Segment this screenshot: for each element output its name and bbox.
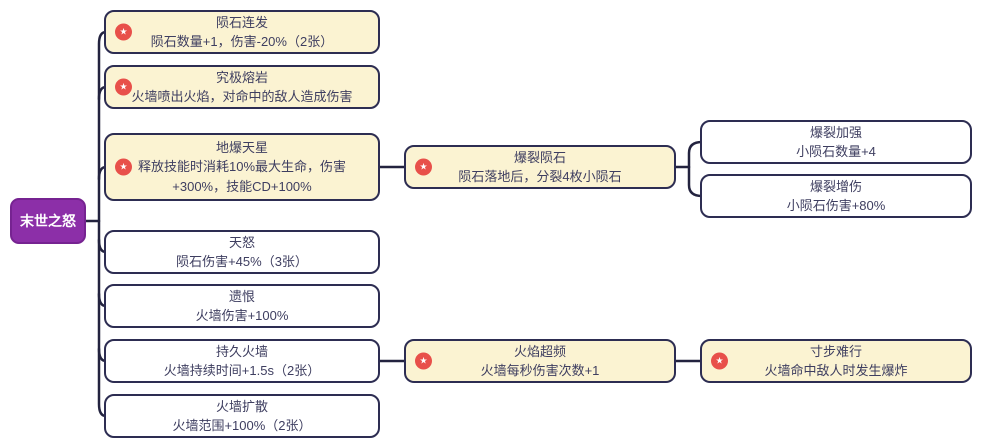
node-title: 寸步难行 [809,343,862,359]
node-burst-damage-up[interactable]: 爆裂增伤 小陨石伤害+80% [700,174,972,218]
node-root[interactable]: 末世之怒 [10,198,86,244]
root-label: 末世之怒 [20,213,76,229]
node-title: 火焰超频 [513,343,566,359]
node-burst-enhance[interactable]: 爆裂加强 小陨石数量+4 [700,120,972,164]
node-desc: 火墙范围+100%（2张） [172,418,312,433]
node-flame-overclock[interactable]: ★ 火焰超频 火墙每秒伤害次数+1 [404,339,676,383]
node-title: 爆裂陨石 [513,149,566,165]
node-title: 持久火墙 [215,343,268,359]
node-title: 爆裂增伤 [809,178,862,194]
node-lingering-regret[interactable]: 遗恨 火墙伤害+100% [104,284,380,328]
node-lasting-firewall[interactable]: 持久火墙 火墙持续时间+1.5s（2张） [104,339,380,383]
node-title: 遗恨 [228,288,255,304]
node-title: 陨石连发 [215,14,268,30]
node-desc: 小陨石数量+4 [796,144,876,159]
node-desc: 释放技能时消耗10%最大生命，伤害+300%，技能CD+100% [137,159,347,194]
node-title: 火墙扩散 [215,398,268,414]
node-title: 究极熔岩 [215,69,268,85]
node-desc: 陨石伤害+45%（3张） [176,254,308,269]
node-ultimate-lava[interactable]: ★ 究极熔岩 火墙喷出火焰，对命中的敌人造成伤害 [104,65,380,109]
node-desc: 陨石数量+1，伤害-20%（2张） [150,34,334,49]
node-immobilized[interactable]: ★ 寸步难行 火墙命中敌人时发生爆炸 [700,339,972,383]
node-desc: 火墙命中敌人时发生爆炸 [764,363,908,378]
connector-trunk [97,30,108,418]
star-badge-icon: ★ [415,352,432,370]
node-title: 爆裂加强 [809,124,862,140]
node-desc: 火墙喷出火焰，对命中的敌人造成伤害 [131,89,353,104]
star-badge-icon: ★ [415,158,432,176]
node-firewall-spread[interactable]: 火墙扩散 火墙范围+100%（2张） [104,394,380,438]
star-badge-icon: ★ [115,23,132,41]
node-desc: 陨石落地后，分裂4枚小陨石 [458,169,622,184]
node-desc: 火墙每秒伤害次数+1 [480,363,600,378]
node-earth-burst-star[interactable]: ★ 地爆天星 释放技能时消耗10%最大生命，伤害+300%，技能CD+100% [104,133,380,201]
node-title: 天怒 [228,234,255,250]
node-desc: 火墙伤害+100% [195,308,289,323]
node-meteor-volley[interactable]: ★ 陨石连发 陨石数量+1，伤害-20%（2张） [104,10,380,54]
connector-burst-split [687,140,704,198]
node-desc: 火墙持续时间+1.5s（2张） [163,363,321,378]
node-burst-meteor[interactable]: ★ 爆裂陨石 陨石落地后，分裂4枚小陨石 [404,145,676,189]
star-badge-icon: ★ [711,352,728,370]
node-desc: 小陨石伤害+80% [786,198,886,213]
star-badge-icon: ★ [115,158,132,176]
star-badge-icon: ★ [115,78,132,96]
node-sky-wrath[interactable]: 天怒 陨石伤害+45%（3张） [104,230,380,274]
node-title: 地爆天星 [215,139,268,155]
